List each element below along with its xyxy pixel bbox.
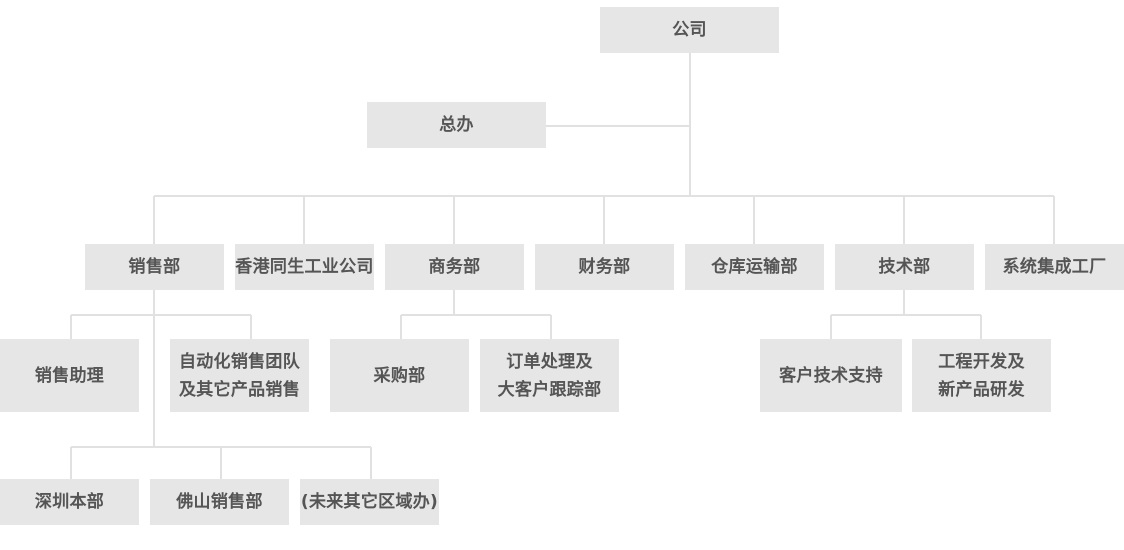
node-engineering: 工程开发及 新产品研发 [912,339,1051,412]
node-order-processing: 订单处理及 大客户跟踪部 [480,339,619,412]
node-finance: 财务部 [535,244,674,290]
node-future-regions: (未来其它区域办) [300,479,439,525]
node-tech: 技术部 [835,244,974,290]
node-foshan-sales: 佛山销售部 [150,479,289,525]
node-system-factory: 系统集成工厂 [985,244,1124,290]
node-shenzhen-hq: 深圳本部 [0,479,139,525]
node-general-office: 总办 [367,102,546,148]
node-company: 公司 [600,7,779,53]
node-sales: 销售部 [85,244,224,290]
node-automation-sales: 自动化销售团队 及其它产品销售 [170,339,309,412]
node-commerce: 商务部 [385,244,524,290]
node-hk-company: 香港同生工业公司 [235,244,374,290]
node-sales-assistant: 销售助理 [0,339,139,412]
node-purchasing: 采购部 [330,339,469,412]
node-customer-support: 客户技术支持 [760,339,902,412]
node-warehouse: 仓库运输部 [685,244,824,290]
